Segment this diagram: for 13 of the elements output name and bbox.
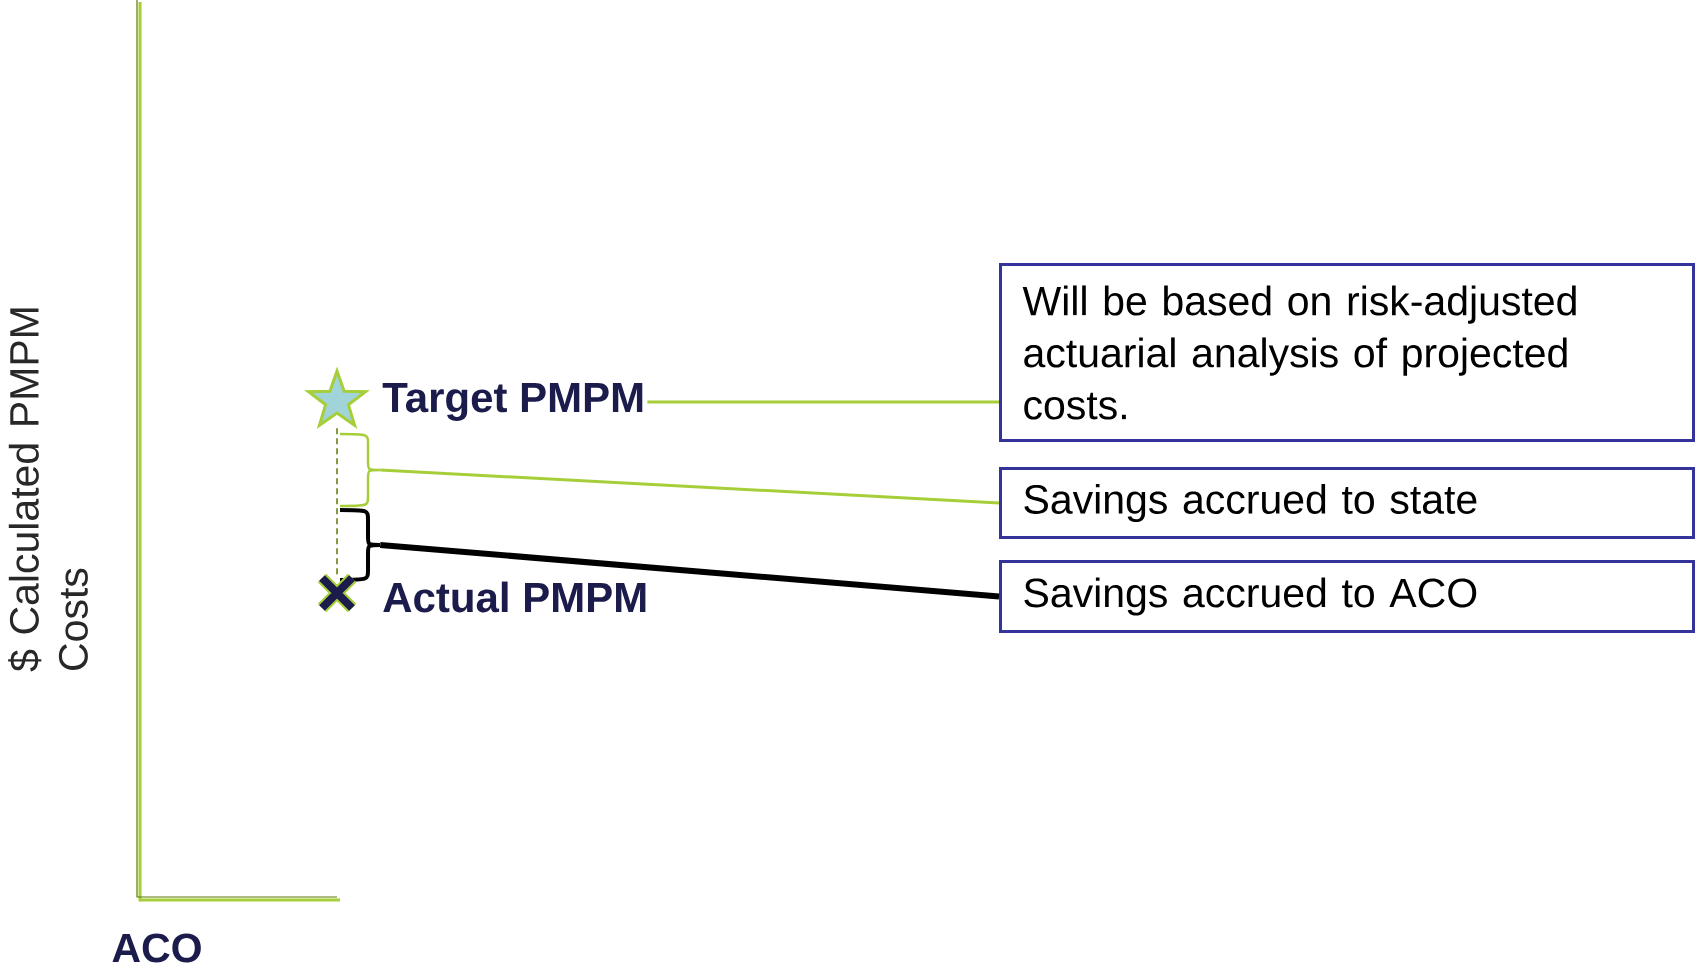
- cross-icon: [316, 572, 358, 614]
- text-box: Will be based on risk-adjusted actuarial analysis of projected costs.: [999, 263, 1695, 442]
- text-box: Savings accrued to ACO: [999, 560, 1695, 633]
- bracket: [340, 432, 382, 508]
- text-box: Savings accrued to state: [999, 467, 1695, 539]
- connector-line: [379, 542, 1000, 600]
- connector-line: [647, 400, 999, 404]
- axis-label: ACO: [112, 933, 201, 963]
- connector-line: [380, 468, 1000, 505]
- marker-label: Actual PMPM: [383, 581, 646, 613]
- axis-label: $ Calculated PMPM Costs: [8, 308, 88, 672]
- marker-label: Target PMPM: [382, 383, 643, 421]
- bracket: [340, 508, 382, 582]
